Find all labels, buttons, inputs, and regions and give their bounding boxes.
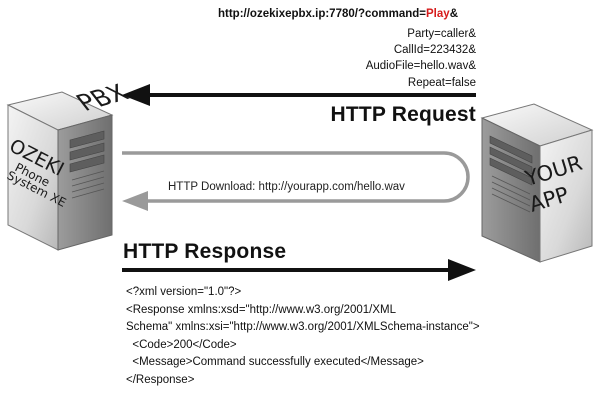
http-download-label: HTTP Download: http://yourapp.com/hello.… <box>168 181 405 193</box>
request-url-prefix: http://ozekixepbx.ip:7780/?command= <box>218 8 427 20</box>
app-server: YOUR APP <box>480 103 594 263</box>
xml-line: <Code>200</Code> <box>126 338 237 351</box>
request-command-value: Play <box>426 8 450 20</box>
request-param: Party=caller& <box>407 28 476 40</box>
xml-line: <?xml version="1.0"?> <box>126 286 242 298</box>
xml-response-body: <?xml version="1.0"?> <Response xmlns:xsd… <box>126 284 480 389</box>
request-param: CallId=223432& <box>393 44 476 57</box>
http-response-heading: HTTP Response <box>123 240 287 263</box>
request-param: Repeat=false <box>407 76 476 89</box>
http-request-heading: HTTP Request <box>330 103 476 126</box>
xml-line: </Response> <box>126 373 195 386</box>
xml-line: Schema" xmlns:xsi="http://www.w3.org/200… <box>126 321 480 333</box>
request-param: AudioFile=hello.wav& <box>365 60 476 73</box>
request-url: http://ozekixepbx.ip:7780/?command=Play& <box>218 8 458 20</box>
xml-line: <Message>Command successfully executed</… <box>126 356 424 368</box>
request-params: Party=caller& CallId=223432& AudioFile=h… <box>366 26 476 91</box>
http-request-arrow <box>122 84 476 106</box>
request-url-suffix: & <box>449 8 458 20</box>
app-drive-bays <box>489 135 533 213</box>
http-download-arrow <box>122 151 470 211</box>
xml-line: <Response xmlns:xsd="http://www.w3.org/2… <box>126 303 396 316</box>
pbx-drive-bays <box>69 130 105 199</box>
http-response-arrow <box>122 259 476 281</box>
pbx-server: PBX OZEKI Phone System XE <box>5 79 134 251</box>
